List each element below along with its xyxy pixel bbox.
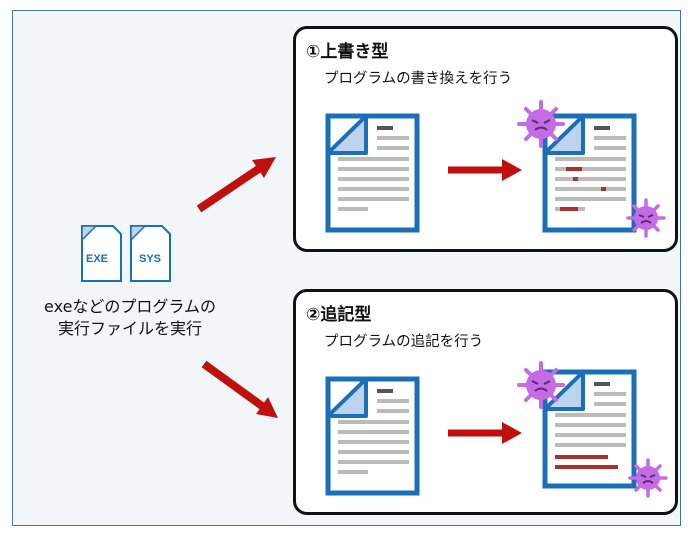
overwrite-panel-title: ①上書き型 — [306, 42, 389, 62]
sys-icon-label: SYS — [139, 253, 161, 265]
overwritten-document-icon — [542, 113, 637, 233]
overwrite-panel-subtitle: プログラムの書き換えを行う — [324, 71, 513, 87]
arrow-to-overwrite — [196, 157, 276, 213]
append-panel-subtitle: プログラムの追記を行う — [324, 334, 484, 350]
virus-icon — [517, 361, 565, 409]
sys-file-icon: SYS — [130, 225, 171, 282]
arrow-to-append — [201, 360, 278, 418]
original-document-icon — [325, 113, 420, 233]
append-panel-title: ②追記型 — [306, 305, 372, 325]
virus-icon — [626, 198, 666, 238]
transform-arrow — [448, 159, 522, 181]
overwrite-panel-graphic — [325, 100, 666, 238]
virus-icon — [517, 100, 565, 148]
appended-document-icon — [542, 369, 637, 489]
exe-file-icon: EXE — [81, 225, 122, 282]
exe-icon-label: EXE — [86, 253, 108, 265]
append-panel-graphic — [325, 361, 668, 498]
left-caption-line-1: exeなどのプログラムの — [44, 297, 216, 316]
virus-icon — [628, 458, 668, 498]
original-document-icon — [325, 376, 420, 496]
overwrite-type-panel: ①上書き型 プログラムの書き換えを行う — [293, 26, 678, 252]
transform-arrow — [448, 422, 522, 444]
append-type-panel: ②追記型 プログラムの追記を行う — [293, 289, 678, 515]
left-caption-line-2: 実行ファイルを実行 — [57, 319, 202, 338]
